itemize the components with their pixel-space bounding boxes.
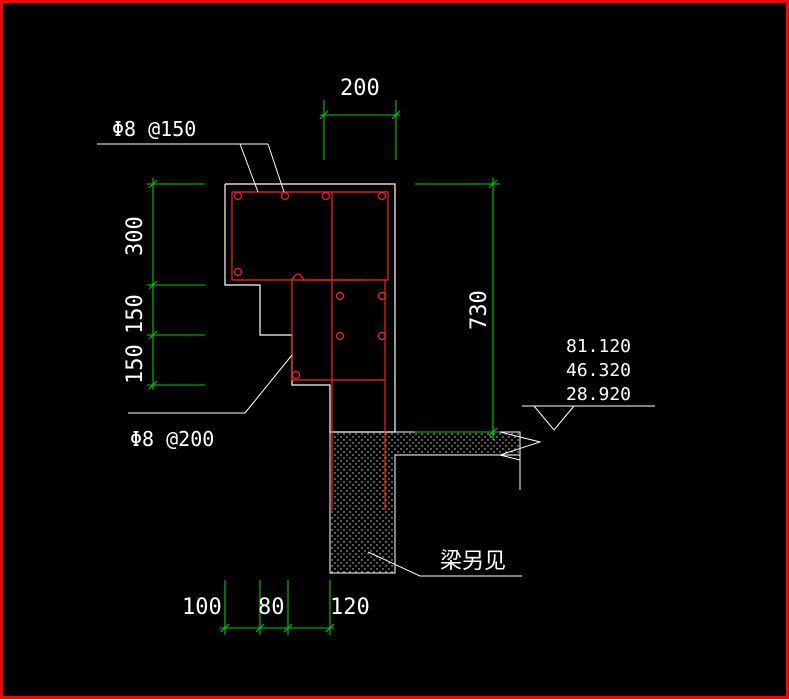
rebar-label-bottom: Φ8 @200 — [130, 427, 214, 451]
beam-note: 梁另见 — [440, 549, 506, 574]
dimension-lines — [147, 100, 500, 635]
dim-left-150-upper: 150 — [123, 294, 148, 334]
elevation-1: 81.120 — [566, 336, 631, 357]
dim-top-200: 200 — [340, 76, 380, 101]
elevation-2: 46.320 — [566, 360, 631, 381]
rebar-dots — [233, 191, 387, 380]
dim-right-730: 730 — [467, 290, 492, 330]
section-outline — [224, 183, 396, 433]
leader-lines — [97, 143, 655, 577]
leader-top — [97, 143, 259, 193]
elevation-3: 28.920 — [566, 384, 631, 405]
dim-left-300: 300 — [123, 216, 148, 256]
rebar-lines — [231, 191, 389, 510]
hook — [291, 273, 305, 281]
slab-hatch — [329, 431, 542, 574]
rebar-label-top: Φ8 @150 — [112, 117, 196, 141]
dim-left-150-lower: 150 — [123, 344, 148, 384]
dim-bottom-80: 80 — [258, 595, 285, 620]
lower-stirrup — [291, 280, 385, 381]
leader-bottom — [128, 354, 293, 414]
dim-bottom-100: 100 — [182, 595, 222, 620]
top-stirrup — [231, 191, 389, 281]
dim-bottom-120: 120 — [330, 595, 370, 620]
leader-beam — [367, 551, 522, 577]
